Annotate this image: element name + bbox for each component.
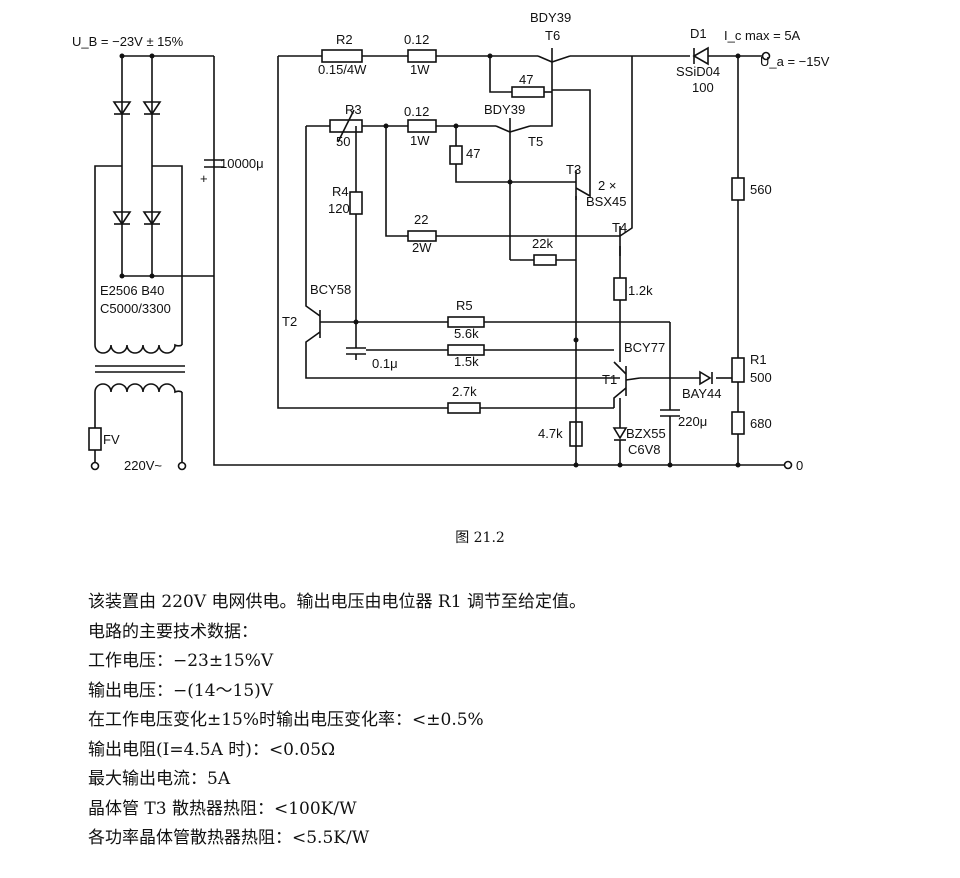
r680-label: 680 xyxy=(750,416,772,431)
desc-line: 输出电阻(I=4.5A 时)：<0.05Ω xyxy=(88,739,336,760)
icmax-label: I_c max = 5A xyxy=(724,28,801,43)
r47b-label: 47 xyxy=(466,146,480,161)
ground-label: 0 xyxy=(796,458,803,473)
t4-name: T4 xyxy=(612,220,627,235)
rectifier-type-label: E2506 B40 xyxy=(100,283,164,298)
r12k-label: 1.2k xyxy=(628,283,653,298)
r47a-label: 47 xyxy=(519,72,533,87)
r4-name: R4 xyxy=(332,184,349,199)
r3-name: R3 xyxy=(345,102,362,117)
desc-line: 在工作电压变化±15%时输出电压变化率：<±0.5% xyxy=(88,710,484,730)
t6-type: BDY39 xyxy=(530,10,571,25)
r560-label: 560 xyxy=(750,182,772,197)
r2-name: R2 xyxy=(336,32,353,47)
rectifier-rating-label: C5000/3300 xyxy=(100,301,171,316)
fuse-label: FV xyxy=(103,432,120,447)
r012a-power: 1W xyxy=(410,62,430,77)
d1-extra: 100 xyxy=(692,80,714,95)
pair-count: 2 × xyxy=(598,178,616,193)
r22-value: 22 xyxy=(414,212,428,227)
regulator-circuit xyxy=(213,46,793,470)
desc-line: 该装置由 220V 电网供电。输出电压由电位器 R1 调节至给定值。 xyxy=(88,592,586,612)
c220-label: 220μ xyxy=(678,414,707,429)
r1-value: 500 xyxy=(750,370,772,385)
r3-value: 50 xyxy=(336,134,350,149)
r1-name: R1 xyxy=(750,352,767,367)
r5-name: R5 xyxy=(456,298,473,313)
t5-type: BDY39 xyxy=(484,102,525,117)
zener-type: BZX55 xyxy=(626,426,666,441)
t1-type: BCY77 xyxy=(624,340,665,355)
r22k-label: 22k xyxy=(532,236,553,251)
transformer xyxy=(88,343,187,471)
r47k-label: 4.7k xyxy=(538,426,563,441)
r012b-power: 1W xyxy=(410,133,430,148)
desc-line: 最大输出电流：5A xyxy=(88,769,231,789)
figure-caption: 图 21.2 xyxy=(455,530,505,546)
mains-label: 220V~ xyxy=(124,458,162,473)
supply-label: U_B = −23V ± 15% xyxy=(72,34,184,49)
svg-text:+: + xyxy=(200,171,208,186)
desc-line: 电路的主要技术数据： xyxy=(88,621,258,642)
r4-value: 120 xyxy=(328,201,350,216)
r22-power: 2W xyxy=(412,240,432,255)
r2-value: 0.15/4W xyxy=(318,62,367,77)
uout-label: U_a = −15V xyxy=(760,54,830,69)
r27k-label: 2.7k xyxy=(452,384,477,399)
rectifier-bridge: + xyxy=(94,53,224,345)
description-text: 该装置由 220V 电网供电。输出电压由电位器 R1 调节至给定值。 电路的主要… xyxy=(88,588,928,854)
desc-line: 工作电压：−23±15%V xyxy=(88,651,274,671)
d1-type: SSiD04 xyxy=(676,64,720,79)
desc-line: 各功率晶体管散热器热阻：<5.5K/W xyxy=(88,828,370,848)
t1-name: T1 xyxy=(602,372,617,387)
pair-type: BSX45 xyxy=(586,194,626,209)
zener-value: C6V8 xyxy=(628,442,661,457)
t5-name: T5 xyxy=(528,134,543,149)
t3-name: T3 xyxy=(566,162,581,177)
desc-line: 晶体管 T3 散热器热阻：<100K/W xyxy=(88,798,357,819)
r15k-label: 1.5k xyxy=(454,354,479,369)
desc-line: 输出电压：−(14～15)V xyxy=(88,680,274,701)
t2-name: T2 xyxy=(282,314,297,329)
c01-label: 0.1μ xyxy=(372,356,398,371)
t2-type: BCY58 xyxy=(310,282,351,297)
r012a-value: 0.12 xyxy=(404,32,429,47)
bay44-label: BAY44 xyxy=(682,386,722,401)
cap-main-label: 10000μ xyxy=(220,156,264,171)
r5-value: 5.6k xyxy=(454,326,479,341)
d1-name: D1 xyxy=(690,26,707,41)
t6-name: T6 xyxy=(545,28,560,43)
r012b-value: 0.12 xyxy=(404,104,429,119)
circuit-schematic: + U_B = −23V ± 15% 10000μ E2506 B40 C500… xyxy=(72,10,830,473)
